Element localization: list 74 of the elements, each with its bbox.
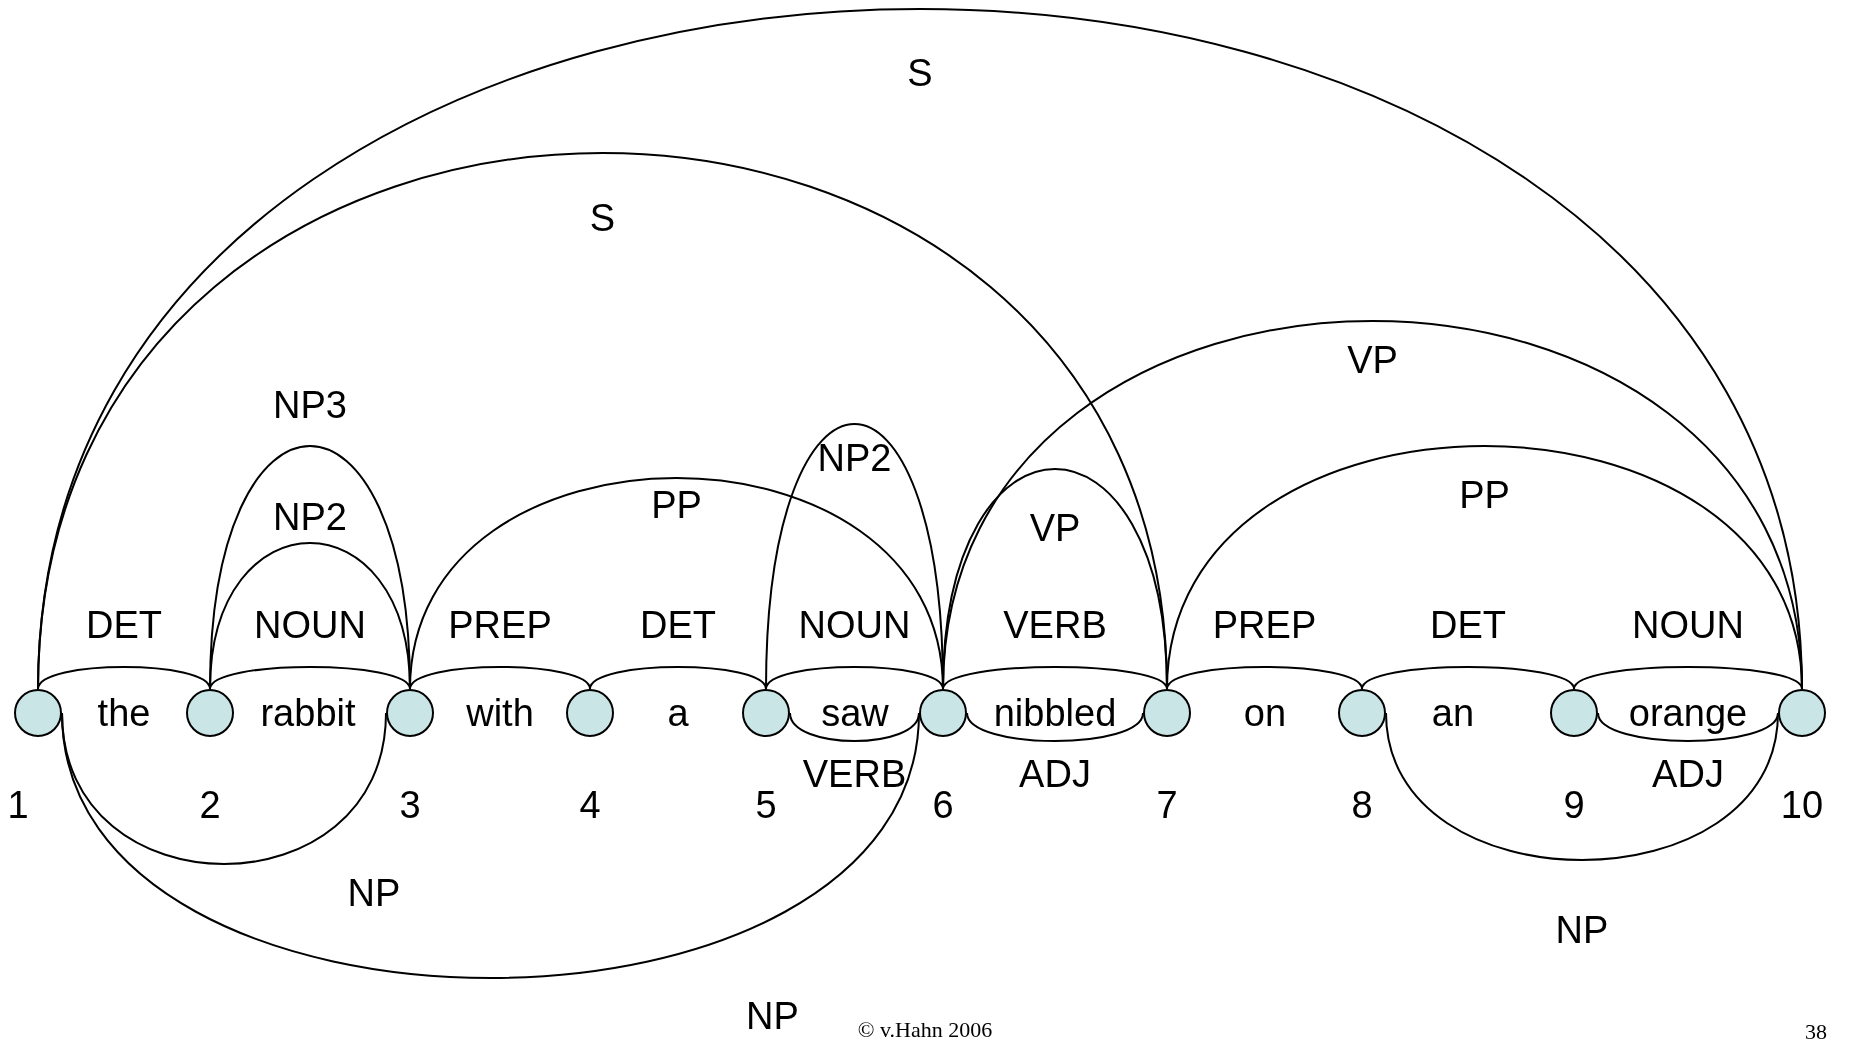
edge-label: PREP xyxy=(1212,604,1317,646)
vertex-number: 1 xyxy=(7,784,29,826)
edge-label: S xyxy=(907,52,933,94)
edge-label: NOUN xyxy=(798,604,911,646)
vertex-number: 7 xyxy=(1156,784,1178,826)
chart-vertex xyxy=(1778,689,1826,737)
edge-label: DET xyxy=(640,604,716,646)
word-label: nibbled xyxy=(993,692,1117,734)
word-label: the xyxy=(97,692,151,734)
arc xyxy=(209,666,411,690)
edge-label: PP xyxy=(1459,474,1510,516)
chart-vertex xyxy=(186,689,234,737)
arc xyxy=(1361,666,1575,690)
arc xyxy=(37,152,1168,690)
edge-label: NOUN xyxy=(254,604,366,646)
chart-vertex xyxy=(1550,689,1598,737)
arc xyxy=(1166,666,1363,690)
chart-vertex xyxy=(919,689,967,737)
arc xyxy=(37,666,211,690)
copyright-text: © v.Hahn 2006 xyxy=(857,1018,993,1042)
edge-label: NP xyxy=(746,995,799,1037)
arc xyxy=(1573,666,1803,690)
edge-label: DET xyxy=(1430,604,1506,646)
word-label: saw xyxy=(821,692,889,734)
arc xyxy=(409,666,591,690)
arc xyxy=(1385,712,1779,861)
vertex-number: 3 xyxy=(399,784,421,826)
arc xyxy=(966,712,1144,742)
edge-label: NP2 xyxy=(817,437,892,479)
word-label: orange xyxy=(1628,692,1748,734)
arc xyxy=(589,666,767,690)
arc xyxy=(1597,712,1779,742)
word-label: on xyxy=(1243,692,1287,734)
arc xyxy=(789,712,920,742)
edge-label: VP xyxy=(1347,339,1398,381)
edge-label: VP xyxy=(1029,507,1081,549)
chart-vertex xyxy=(1143,689,1191,737)
vertex-number: 10 xyxy=(1780,784,1824,826)
edge-label: NP xyxy=(1555,909,1609,951)
vertex-number: 8 xyxy=(1351,784,1373,826)
chart-vertex xyxy=(14,689,62,737)
chart-vertex xyxy=(742,689,790,737)
edge-label: NP3 xyxy=(273,384,347,426)
edge-label: NP2 xyxy=(273,496,347,538)
vertex-number: 2 xyxy=(199,784,221,826)
word-label: with xyxy=(466,692,534,734)
arc xyxy=(409,477,944,690)
edge-label: PP xyxy=(651,484,702,526)
edge-label: PREP xyxy=(448,604,552,646)
chart-vertex xyxy=(566,689,614,737)
arc xyxy=(61,712,387,865)
arc xyxy=(942,666,1168,690)
word-label: an xyxy=(1431,692,1475,734)
word-label: a xyxy=(667,692,689,734)
edge-label: NOUN xyxy=(1632,604,1744,646)
edge-label: VERB xyxy=(802,753,907,795)
arc xyxy=(61,712,920,979)
edge-label: VERB xyxy=(1003,604,1107,646)
edge-label: ADJ xyxy=(1652,753,1724,795)
edge-label: DET xyxy=(86,604,162,646)
vertex-number: 4 xyxy=(579,784,601,826)
arc xyxy=(942,320,1803,690)
edge-label: S xyxy=(589,197,616,239)
chart-vertex xyxy=(386,689,434,737)
arc xyxy=(209,445,411,690)
edge-label: ADJ xyxy=(1019,753,1091,795)
vertex-number: 6 xyxy=(932,784,954,826)
word-label: rabbit xyxy=(260,692,356,734)
arc xyxy=(765,666,944,690)
vertex-number: 5 xyxy=(755,784,777,826)
edge-label: NP xyxy=(347,872,401,914)
page-number: 38 xyxy=(1805,1020,1827,1044)
chart-vertex xyxy=(1338,689,1386,737)
vertex-number: 9 xyxy=(1563,784,1585,826)
